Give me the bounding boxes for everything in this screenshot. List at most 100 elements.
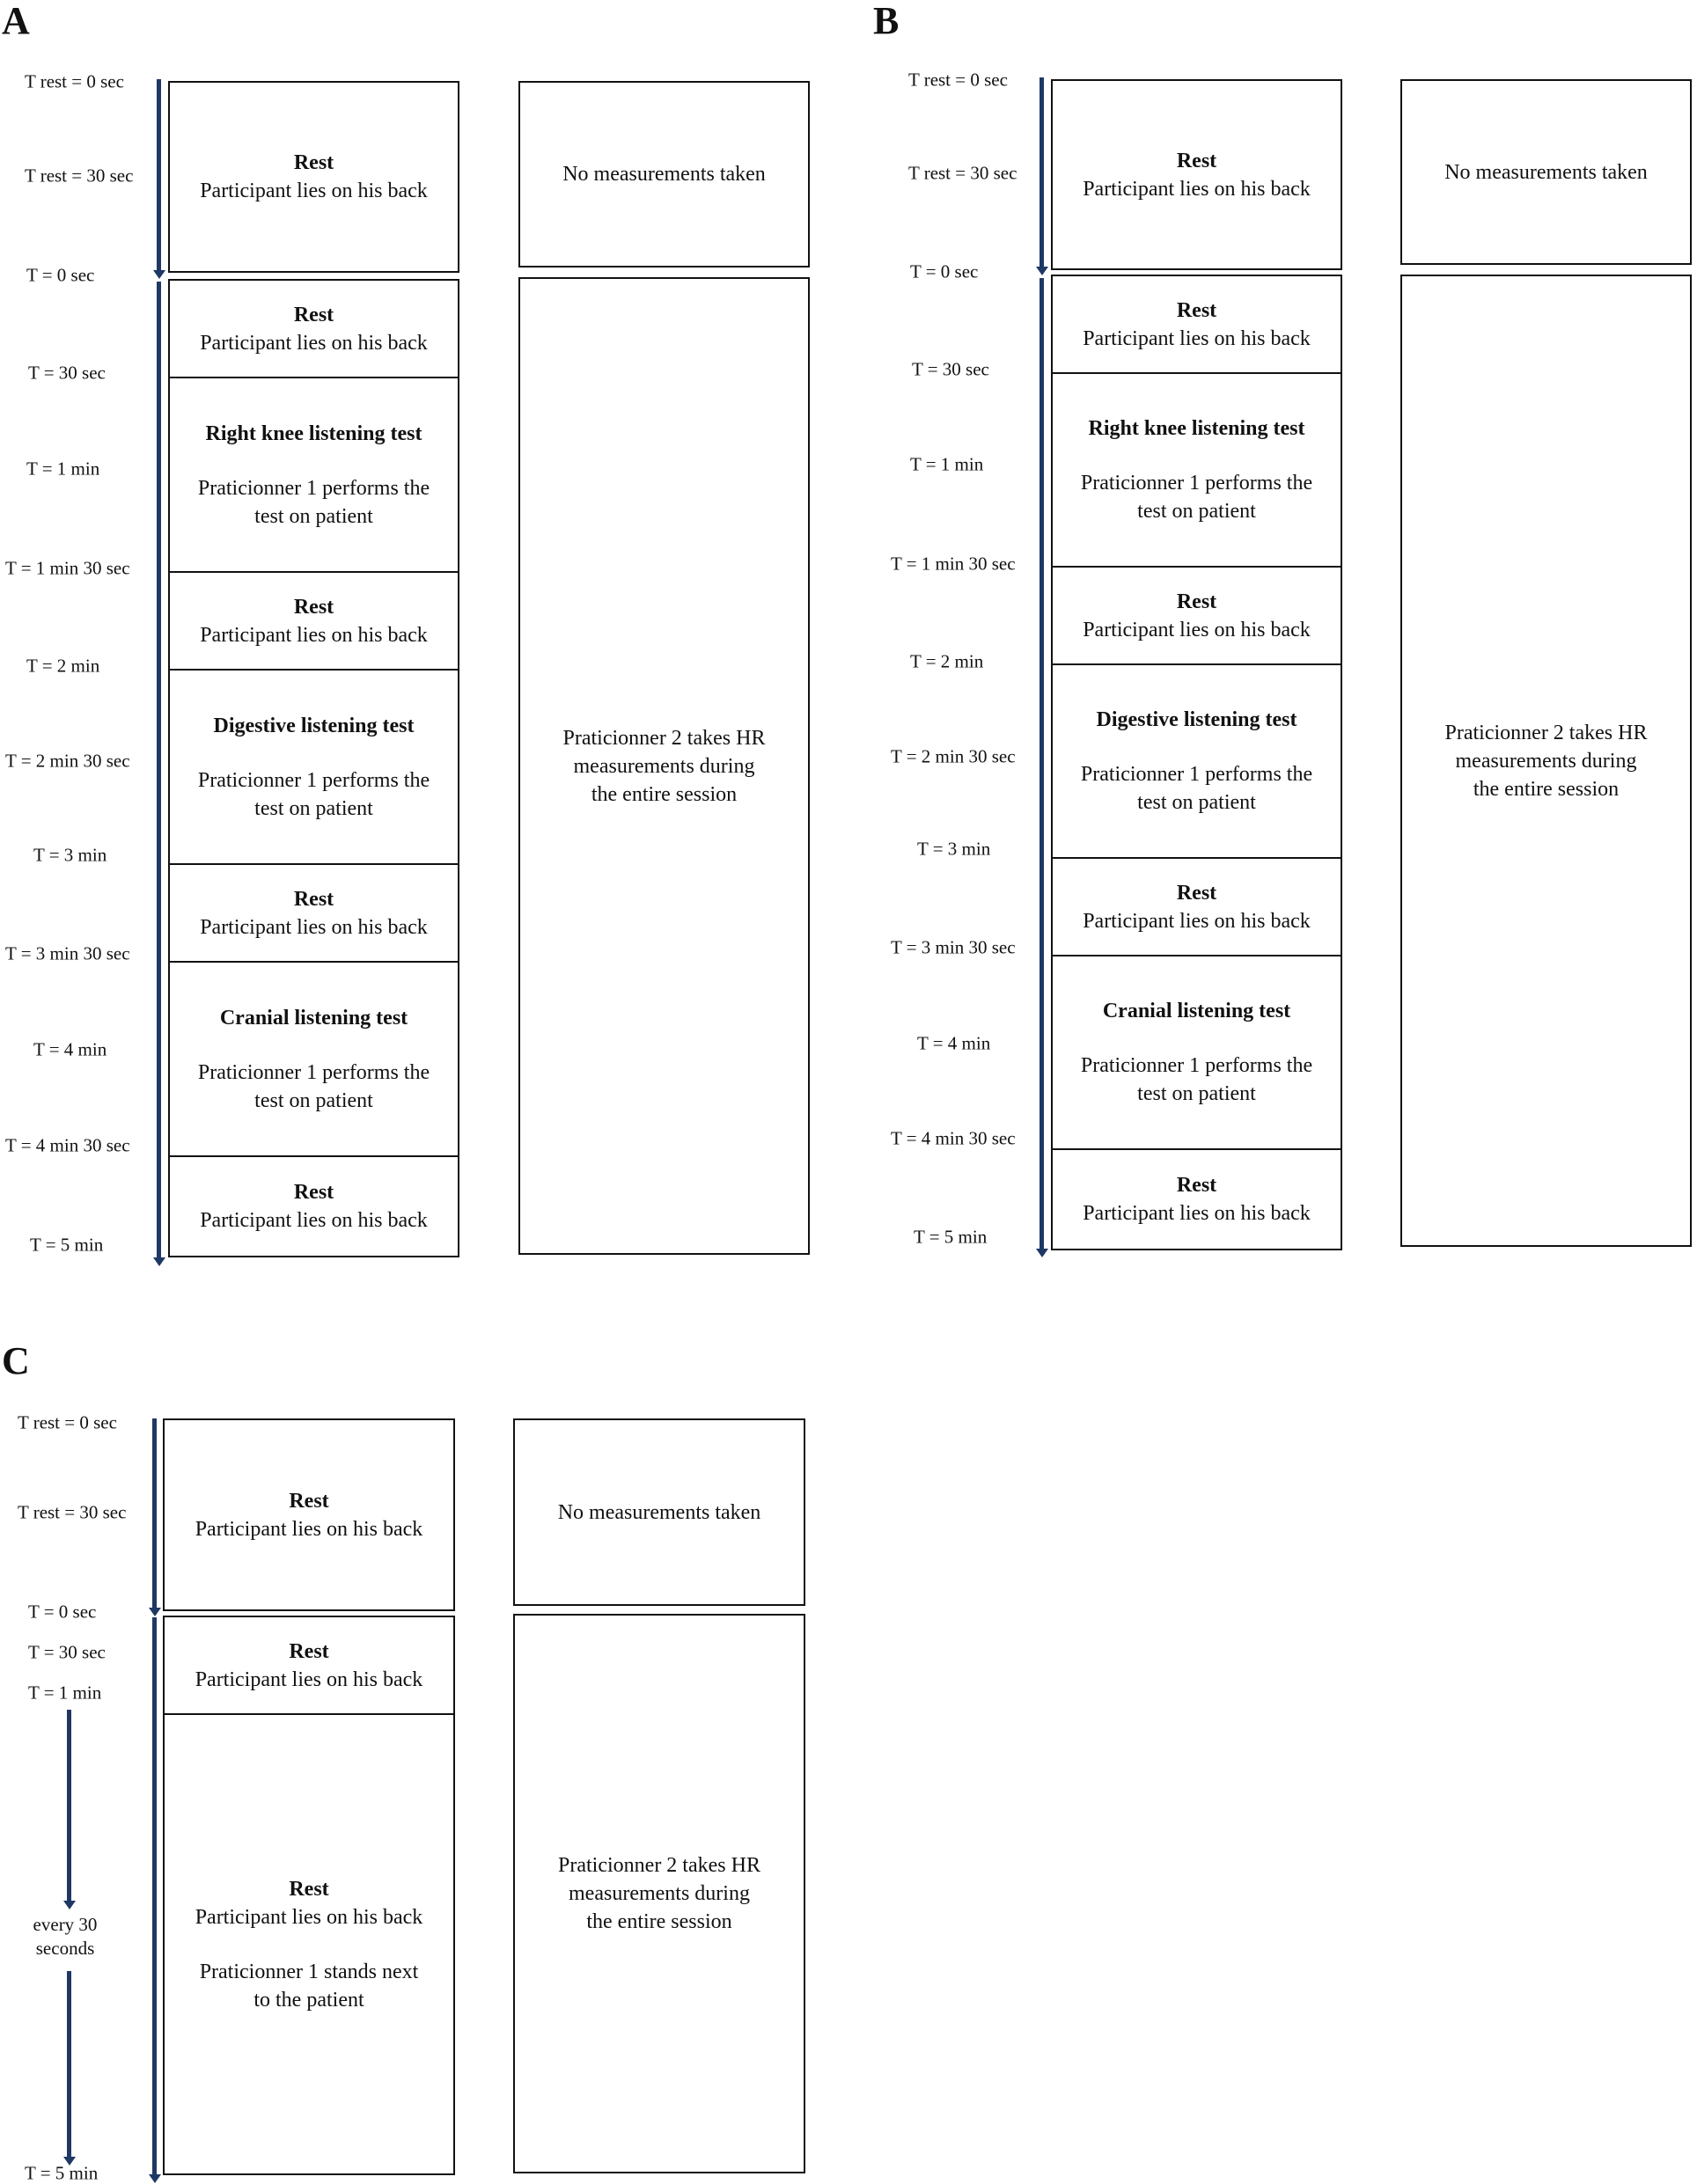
- time-label: T rest = 0 sec: [908, 69, 1008, 91]
- box-text: measurements during: [1455, 749, 1637, 773]
- time-label: T = 3 min 30 sec: [891, 936, 1016, 958]
- box-text: No measurements taken: [1444, 160, 1648, 184]
- time-label: T = 2 min: [910, 650, 984, 672]
- time-label: T = 30 sec: [28, 362, 106, 384]
- time-label: T = 1 min: [28, 1682, 102, 1704]
- timeline-arrow: [1040, 77, 1044, 268]
- sampling-arrow: [67, 1971, 71, 2158]
- box-title: Rest: [293, 303, 334, 326]
- measurement-box: Praticionner 2 takes HR measurements dur…: [513, 1614, 805, 2173]
- rest-box: Rest Participant lies on his back: [168, 81, 459, 273]
- time-label: T = 4 min 30 sec: [891, 1127, 1016, 1149]
- no-measurement-box: No measurements taken: [1400, 79, 1692, 265]
- rest-box: Rest Participant lies on his back: [1051, 275, 1342, 374]
- box-text: Participant lies on his back: [1083, 326, 1311, 350]
- box-text: Praticionner 2 takes HR: [1444, 721, 1648, 744]
- timeline-arrow: [1040, 278, 1044, 1250]
- timeline-arrow: [157, 79, 161, 271]
- time-label: T = 5 min: [30, 1234, 104, 1256]
- box-text: Participant lies on his back: [1083, 618, 1311, 641]
- box-text: No measurements taken: [562, 163, 766, 186]
- time-label: T = 5 min: [25, 2162, 99, 2184]
- box-text: Participant lies on his back: [200, 1209, 428, 1232]
- box-text: Praticionner 1 stands next: [199, 1960, 419, 1983]
- time-label: T = 1 min 30 sec: [5, 557, 130, 579]
- box-title: Cranial listening test: [219, 1006, 408, 1030]
- box-text: the entire session: [586, 1910, 732, 1933]
- no-measurement-box: No measurements taken: [518, 81, 810, 268]
- box-title: Rest: [293, 595, 334, 619]
- box-text: Praticionner 2 takes HR: [558, 1854, 760, 1877]
- box-text: test on patient: [254, 1088, 373, 1112]
- box-title: Cranial listening test: [1102, 1000, 1291, 1022]
- box-text: Praticionner 1 performs the: [1080, 763, 1313, 786]
- box-text: the entire session: [591, 782, 738, 806]
- box-text: Participant lies on his back: [195, 1517, 423, 1541]
- time-label: T = 2 min 30 sec: [891, 745, 1016, 767]
- rest-box: Rest Participant lies on his back: [1051, 857, 1342, 956]
- rest-box: Rest Participant lies on his back: [168, 571, 459, 671]
- box-title: Rest: [1176, 149, 1217, 172]
- time-label: T rest = 30 sec: [908, 162, 1017, 184]
- time-label: T = 0 sec: [26, 264, 95, 286]
- box-title: Digestive listening test: [213, 714, 415, 737]
- time-label: T = 1 min 30 sec: [891, 553, 1016, 575]
- time-label: T = 3 min 30 sec: [5, 942, 130, 964]
- panel-letter-b: B: [873, 0, 900, 42]
- time-label: T = 5 min: [914, 1226, 988, 1248]
- time-label: T = 1 min: [910, 453, 984, 475]
- time-label: T = 0 sec: [910, 260, 979, 282]
- box-text: Participant lies on his back: [1083, 1202, 1311, 1225]
- box-text: Participant lies on his back: [1083, 909, 1311, 933]
- timeline-arrow: [152, 1617, 157, 2175]
- time-label: T rest = 0 sec: [18, 1411, 117, 1433]
- rest-box: Rest Participant lies on his back: [163, 1616, 455, 1715]
- rest-box: Rest Participant lies on his back: [168, 279, 459, 378]
- box-text: measurements during: [569, 1882, 750, 1905]
- panel-letter-a: A: [2, 0, 30, 42]
- box-title: Rest: [1176, 298, 1217, 322]
- box-title: Rest: [1176, 1174, 1217, 1197]
- rest-box: Rest Participant lies on his back: [1051, 566, 1342, 665]
- box-text: Participant lies on his back: [195, 1905, 423, 1929]
- box-text: Participant lies on his back: [200, 623, 428, 647]
- box-title: Rest: [289, 1639, 329, 1663]
- box-text: test on patient: [1137, 1082, 1256, 1105]
- box-text: Participant lies on his back: [200, 180, 428, 202]
- timeline-arrow: [152, 1418, 157, 1609]
- box-title: Right knee listening test: [205, 421, 422, 445]
- test-box: Digestive listening test Praticionner 1 …: [1051, 663, 1342, 859]
- time-label: T = 30 sec: [912, 358, 989, 380]
- box-text: Praticionner 1 performs the: [197, 768, 430, 792]
- box-title: Rest: [293, 887, 334, 911]
- box-title: Rest: [293, 1181, 334, 1204]
- rest-box: Rest Participant lies on his back: [1051, 1148, 1342, 1250]
- box-text: Participant lies on his back: [1083, 177, 1311, 201]
- box-title: Rest: [1176, 590, 1217, 613]
- rest-box: Rest Participant lies on his back: [168, 1155, 459, 1257]
- test-box: Right knee listening test Praticionner 1…: [1051, 372, 1342, 568]
- time-label: T = 2 min 30 sec: [5, 750, 130, 772]
- time-label: T = 4 min: [917, 1032, 991, 1054]
- box-text: Praticionner 1 performs the: [197, 476, 430, 500]
- box-title: Right knee listening test: [1088, 417, 1305, 440]
- box-text: test on patient: [1137, 791, 1256, 814]
- interval-label-line: seconds: [35, 1938, 95, 1959]
- timeline-arrow: [157, 282, 161, 1258]
- box-text: Participant lies on his back: [195, 1667, 423, 1691]
- box-text: Participant lies on his back: [200, 915, 428, 939]
- rest-box: Rest Participant lies on his back: [168, 863, 459, 963]
- box-title: Rest: [289, 1489, 329, 1513]
- panel-letter-c: C: [2, 1339, 30, 1382]
- time-label: T = 4 min: [33, 1038, 107, 1060]
- box-text: Participant lies on his back: [200, 331, 428, 355]
- box-text: Praticionner 2 takes HR: [562, 726, 766, 750]
- rest-box: Rest Participant lies on his back Pratic…: [163, 1713, 455, 2175]
- box-title: Rest: [293, 151, 334, 174]
- interval-label: every 30 seconds: [21, 1913, 109, 1960]
- time-label: T = 1 min: [26, 458, 100, 480]
- box-text: to the patient: [253, 1988, 364, 2012]
- time-label: T rest = 30 sec: [18, 1501, 127, 1523]
- measurement-box: Praticionner 2 takes HR measurements dur…: [518, 277, 810, 1255]
- test-box: Right knee listening test Praticionner 1…: [168, 377, 459, 573]
